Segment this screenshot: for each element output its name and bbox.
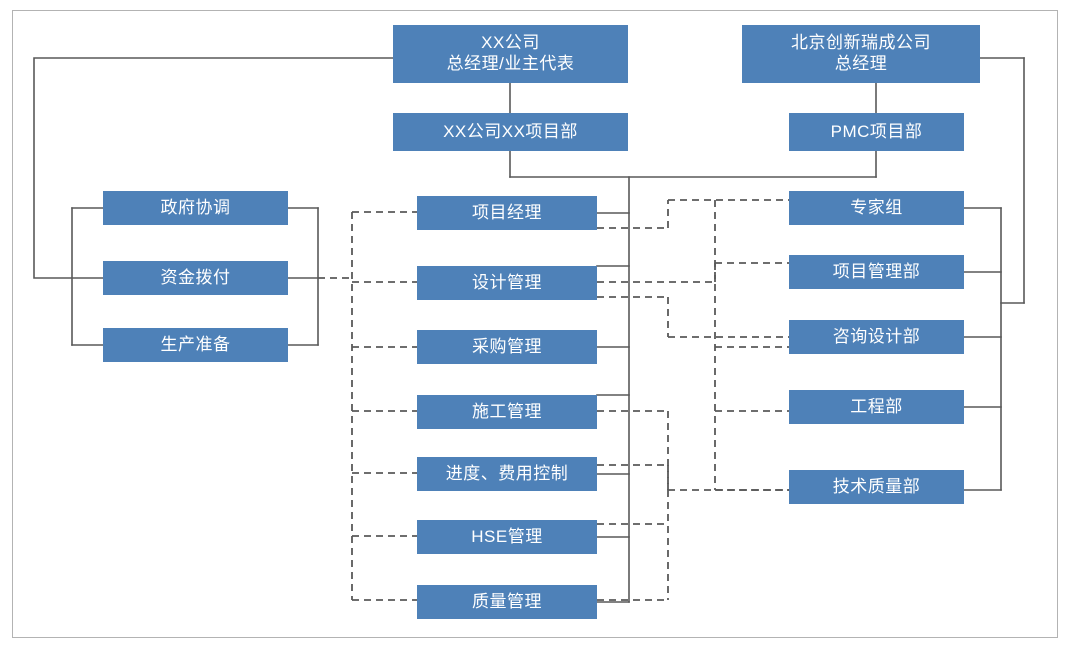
node-hse[interactable]: HSE管理 <box>417 520 597 554</box>
node-gov[interactable]: 政府协调 <box>103 191 288 225</box>
node-cost[interactable]: 进度、费用控制 <box>417 457 597 491</box>
node-tq[interactable]: 技术质量部 <box>789 470 964 504</box>
node-constr[interactable]: 施工管理 <box>417 395 597 429</box>
node-pm[interactable]: 项目经理 <box>417 196 597 230</box>
node-prod[interactable]: 生产准备 <box>103 328 288 362</box>
node-owner_gm[interactable]: XX公司 总经理/业主代表 <box>393 25 628 83</box>
node-pmdept[interactable]: 项目管理部 <box>789 255 964 289</box>
node-pmc_gm[interactable]: 北京创新瑞成公司 总经理 <box>742 25 980 83</box>
node-design[interactable]: 设计管理 <box>417 266 597 300</box>
node-eng[interactable]: 工程部 <box>789 390 964 424</box>
node-fund[interactable]: 资金拨付 <box>103 261 288 295</box>
node-owner_project[interactable]: XX公司XX项目部 <box>393 113 628 151</box>
node-qual[interactable]: 质量管理 <box>417 585 597 619</box>
node-consult[interactable]: 咨询设计部 <box>789 320 964 354</box>
node-expert[interactable]: 专家组 <box>789 191 964 225</box>
node-pmc_project[interactable]: PMC项目部 <box>789 113 964 151</box>
node-procure[interactable]: 采购管理 <box>417 330 597 364</box>
